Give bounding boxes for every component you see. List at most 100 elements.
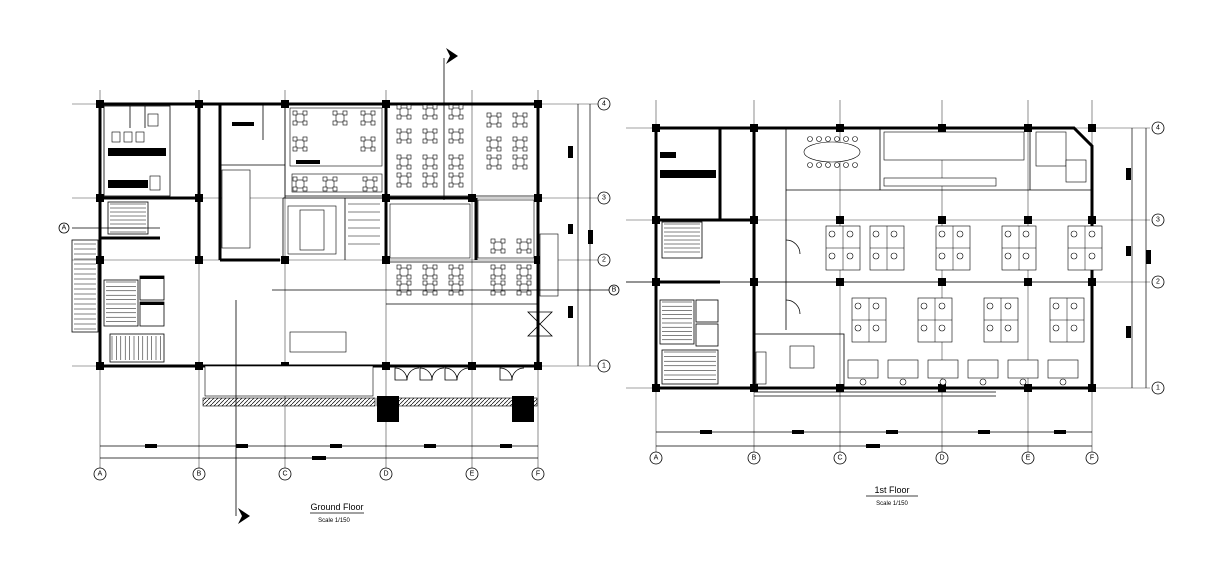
row-grid-bubble: 4 <box>597 97 611 111</box>
column-grid-bubble: E <box>465 467 479 481</box>
table-with-chairs <box>512 154 528 170</box>
column-grid-bubble: E <box>1021 451 1035 465</box>
workstation-cluster <box>851 297 887 343</box>
table-with-chairs <box>448 280 464 296</box>
ground-floor-stairs <box>71 201 380 363</box>
table-with-chairs <box>486 154 502 170</box>
ground-floor-toilets <box>103 105 171 197</box>
section-marker-a: A <box>62 225 67 232</box>
column-grid-bubble: D <box>935 451 949 465</box>
column-grid-bubble: F <box>1085 451 1099 465</box>
row-grid-bubble: 4 <box>1151 121 1165 135</box>
table-with-chairs <box>396 154 412 170</box>
table-with-chairs <box>396 172 412 188</box>
table-with-chairs <box>448 264 464 280</box>
table-with-chairs <box>422 172 438 188</box>
desk-with-chair <box>1007 359 1039 386</box>
workstation-cluster <box>1049 297 1085 343</box>
table-with-chairs <box>490 280 506 296</box>
column-grid-bubble: D <box>379 467 393 481</box>
column-grid-label: C <box>837 455 842 462</box>
conference-chair <box>816 136 822 142</box>
column-grid-bubble: B <box>747 451 761 465</box>
row-grid-bubble: 3 <box>1151 213 1165 227</box>
table-with-chairs <box>396 104 412 120</box>
door-swing <box>785 299 801 315</box>
ground-floor-scale: Scale 1/150 <box>318 518 350 524</box>
table-with-chairs <box>490 264 506 280</box>
row-grid-bubble: 2 <box>597 253 611 267</box>
table-with-chairs <box>292 110 308 126</box>
column-grid-label: B <box>752 455 757 462</box>
desk-with-chair <box>967 359 999 386</box>
row-grid-label: 2 <box>602 257 606 264</box>
section-markers: A B <box>58 222 620 296</box>
workstation-cluster <box>1067 225 1103 271</box>
column-grid-bubble: A <box>649 451 663 465</box>
column-grid-label: E <box>1026 455 1031 462</box>
table-with-chairs <box>512 136 528 152</box>
desk-with-chair <box>927 359 959 386</box>
first-floor-plan <box>626 100 1151 462</box>
column-grid-label: F <box>536 471 540 478</box>
row-grid-label: 3 <box>1156 217 1160 224</box>
door-swing <box>394 367 420 381</box>
table-with-chairs <box>332 110 348 126</box>
table-with-chairs <box>422 104 438 120</box>
column-grid-label: B <box>197 471 202 478</box>
table-with-chairs <box>486 112 502 128</box>
row-grid-label: 1 <box>1156 385 1160 392</box>
table-with-chairs <box>516 238 532 254</box>
conference-chair <box>852 136 858 142</box>
row-grid-bubble: 1 <box>1151 381 1165 395</box>
drawing-titles: Ground Floor Scale 1/150 1st Floor Scale… <box>310 485 918 524</box>
table-with-chairs <box>448 128 464 144</box>
table-with-chairs <box>396 128 412 144</box>
table-with-chairs <box>362 176 378 192</box>
section-marker-b: B <box>612 287 617 294</box>
conference-chair <box>825 162 831 168</box>
column-grid-bubble: C <box>278 467 292 481</box>
table-with-chairs <box>448 154 464 170</box>
table-with-chairs <box>448 172 464 188</box>
workstation-cluster <box>1001 225 1037 271</box>
conference-chair <box>834 162 840 168</box>
first-floor-furniture <box>662 131 1103 386</box>
door-swing <box>419 367 445 381</box>
table-with-chairs <box>422 280 438 296</box>
ground-floor-columns <box>96 100 542 370</box>
ground-floor-title: Ground Floor <box>310 502 363 512</box>
first-floor-scale: Scale 1/150 <box>876 501 908 507</box>
conference-chair <box>807 162 813 168</box>
conference-chair <box>834 136 840 142</box>
table-with-chairs <box>396 264 412 280</box>
first-floor-title: 1st Floor <box>874 485 909 495</box>
desk-with-chair <box>887 359 919 386</box>
ground-floor-dimensions <box>100 104 593 460</box>
workstation-cluster <box>983 297 1019 343</box>
table-with-chairs <box>292 136 308 152</box>
table-with-chairs <box>292 176 308 192</box>
row-grid-bubble: 2 <box>1151 275 1165 289</box>
table-with-chairs <box>422 154 438 170</box>
table-with-chairs <box>422 128 438 144</box>
desk-with-chair <box>847 359 879 386</box>
table-with-chairs <box>322 176 338 192</box>
table-with-chairs <box>516 280 532 296</box>
conference-chair <box>816 162 822 168</box>
column-grid-label: D <box>383 471 388 478</box>
row-grid-label: 4 <box>1156 125 1160 132</box>
column-grid-label: E <box>470 471 475 478</box>
workstation-cluster <box>935 225 971 271</box>
table-with-chairs <box>512 112 528 128</box>
desk-with-chair <box>1047 359 1079 386</box>
ground-floor-plan <box>71 48 610 524</box>
conference-chair <box>852 162 858 168</box>
row-grid-label: 1 <box>602 363 606 370</box>
column-grid-label: A <box>98 471 103 478</box>
ground-floor-furniture <box>202 104 559 422</box>
table-with-chairs <box>490 238 506 254</box>
row-grid-bubble: 1 <box>597 359 611 373</box>
